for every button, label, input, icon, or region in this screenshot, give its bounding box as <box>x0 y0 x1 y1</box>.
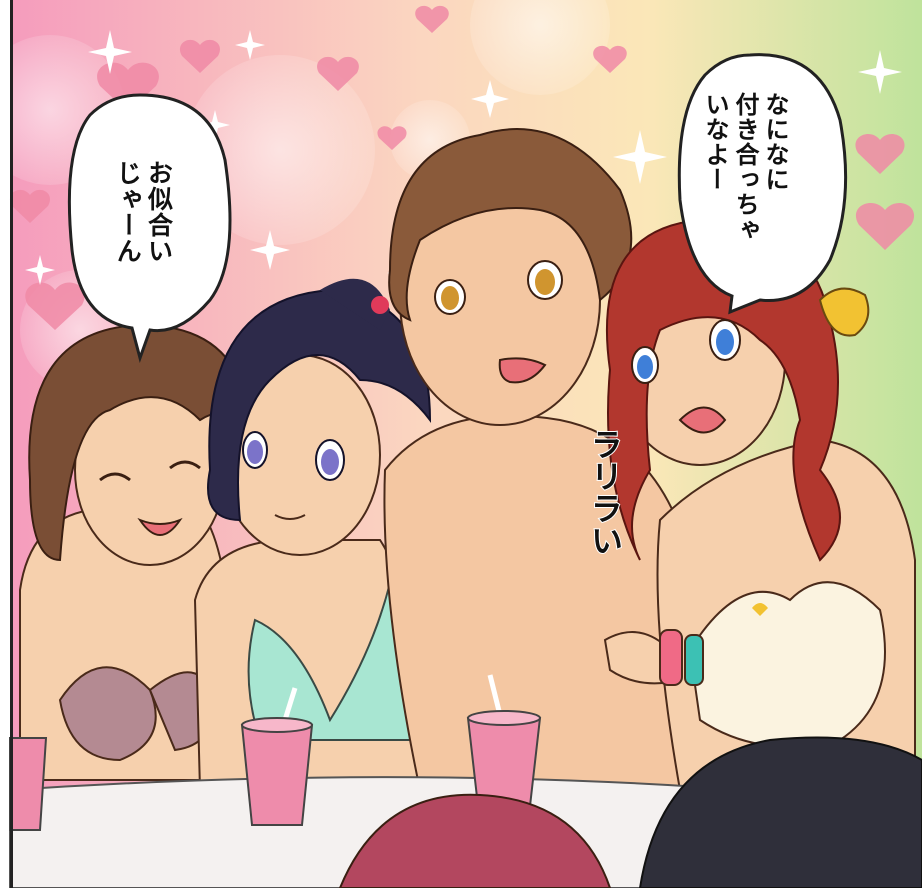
sound-effect: ラリラい <box>585 427 625 557</box>
character-center-boy <box>383 128 691 791</box>
speech-line: いなよー <box>701 92 729 192</box>
speech-line: じゃーん <box>113 160 143 264</box>
speech-line: なになに <box>761 92 789 192</box>
drink-cups <box>9 674 542 831</box>
speech-text-right: なになに 付き合っちゃ いなよー <box>700 92 790 282</box>
speech-line: 付き合っちゃ <box>731 92 759 242</box>
speech-bubble-left <box>67 93 232 364</box>
speech-text-left: お似合い じゃーん <box>112 160 175 330</box>
speech-line: お似合い <box>144 160 174 264</box>
character-left-girl <box>19 323 251 781</box>
speech-bubble-right <box>677 53 848 315</box>
foreground-heads <box>338 736 922 888</box>
